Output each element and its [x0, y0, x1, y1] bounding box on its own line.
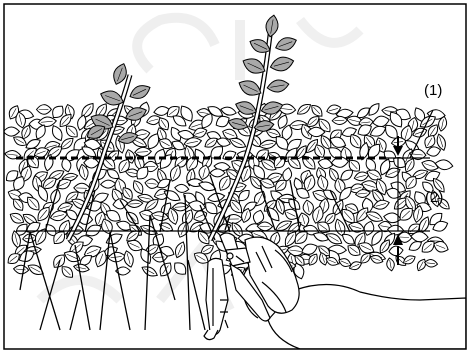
leaf	[372, 231, 382, 246]
leaf	[330, 137, 346, 147]
callout-label-2: (2)	[425, 189, 443, 206]
leaf	[370, 126, 385, 136]
leaf	[26, 140, 40, 149]
leaf	[409, 242, 421, 251]
leaf	[239, 191, 249, 201]
leaf	[66, 210, 77, 220]
leaf	[343, 234, 355, 244]
leaf	[318, 159, 332, 169]
leaf	[283, 168, 292, 182]
leaf	[394, 158, 406, 168]
leaf	[221, 107, 236, 115]
leaf	[369, 104, 379, 116]
leaf	[137, 167, 148, 179]
leaf	[52, 126, 62, 141]
leaf	[358, 125, 371, 135]
leaf	[53, 106, 63, 117]
leaf	[427, 147, 441, 156]
leaf	[302, 244, 318, 254]
leaf	[386, 125, 398, 138]
leaf	[107, 170, 119, 179]
leaf	[357, 108, 369, 118]
leaf	[254, 165, 265, 178]
leaf	[216, 116, 229, 126]
leaf	[148, 134, 159, 149]
leaf	[253, 210, 263, 224]
callout-label-1: (1)	[424, 82, 442, 99]
leaf	[46, 225, 56, 237]
leaf	[3, 127, 19, 136]
leaf	[175, 184, 189, 192]
leaf	[175, 263, 186, 274]
leaf	[101, 180, 116, 188]
leaf	[80, 256, 92, 266]
leaf	[389, 246, 403, 256]
leaf	[106, 211, 120, 222]
leaf	[211, 147, 223, 158]
leaf	[341, 170, 353, 180]
leaf	[364, 221, 374, 235]
leaf	[366, 158, 375, 171]
leaf	[206, 203, 217, 214]
